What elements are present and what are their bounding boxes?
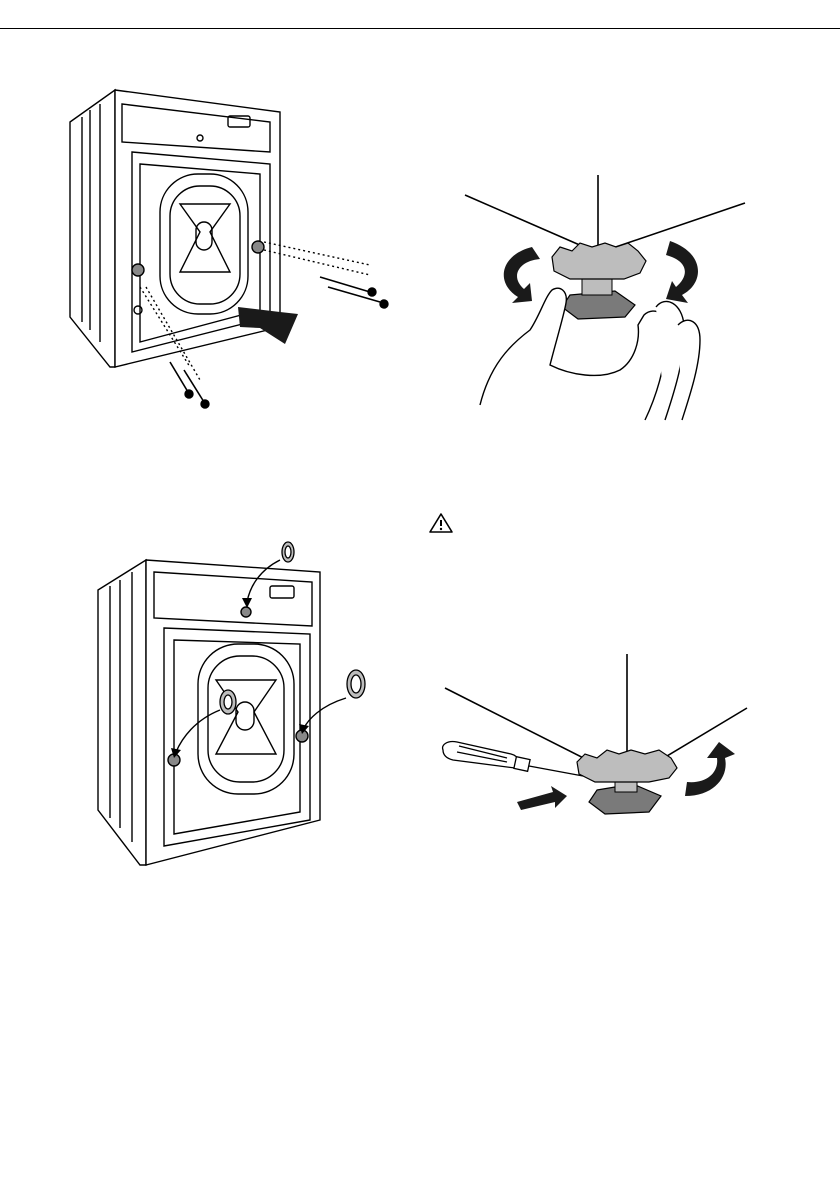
warning-triangle-icon [428, 512, 454, 534]
figure-transit-bolts [60, 82, 400, 422]
screwdriver-foot-illustration [435, 650, 760, 830]
hand-foot-illustration [460, 165, 760, 430]
figure-lock-foot-screwdriver [435, 650, 760, 830]
washing-machine-back-illustration [60, 82, 400, 422]
figure-insert-caps [90, 530, 390, 875]
washing-machine-caps-illustration [90, 530, 390, 875]
header-rule [0, 28, 840, 29]
figure-adjust-feet-hand [460, 165, 760, 430]
